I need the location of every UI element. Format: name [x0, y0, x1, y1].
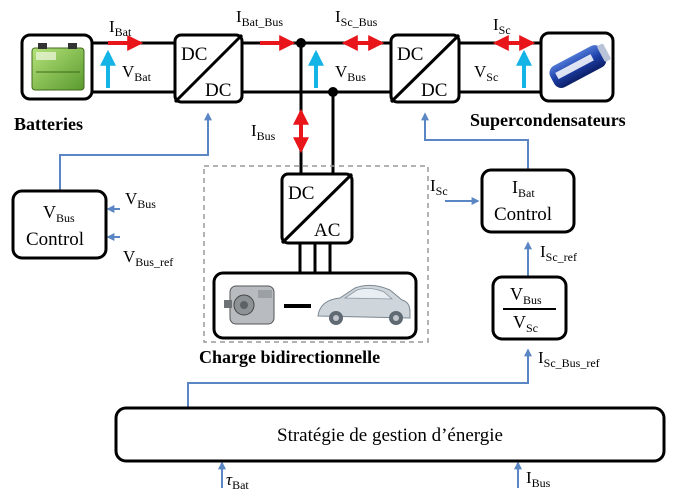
- iscref-label: ISc_ref: [540, 242, 577, 264]
- vbus-control-to-dcdc-left: [59, 112, 212, 190]
- ibatbus-label: IBat_Bus: [236, 7, 283, 29]
- vbus-control-title: VBus: [43, 202, 75, 225]
- dcdc-left-top-label: DC: [181, 44, 207, 65]
- ratio-denominator: VSc: [513, 312, 538, 335]
- strategy-to-ratio-arrow: [187, 348, 532, 408]
- voltage-ratio-block: VBus VSc: [491, 275, 568, 341]
- strategy-title: Stratégie de gestion d’énergie: [277, 425, 503, 446]
- dcdc-converter-supercap: DC DC: [389, 33, 461, 104]
- vbus-control-label: Control: [26, 229, 84, 250]
- load-dashed-box: [203, 165, 429, 343]
- ibat-control-to-dcdc-right: [421, 112, 529, 170]
- ibus-label: IBus: [251, 121, 276, 143]
- dcdc-right-top-label: DC: [397, 44, 423, 65]
- car-icon: [317, 284, 411, 325]
- dcdc-right-bottom-label: DC: [421, 80, 447, 101]
- isc-input-label: ISc: [430, 176, 448, 198]
- vsc-label: VSc: [474, 62, 498, 84]
- ibat-control-block: IBat Control: [480, 168, 576, 234]
- supercapacitor-icon: [539, 31, 615, 103]
- batteries-label: Batteries: [14, 114, 83, 134]
- vbat-label: VBat: [122, 62, 152, 84]
- iscbus-label: ISc_Bus: [335, 7, 378, 29]
- ibat-label: IBat: [109, 17, 132, 39]
- iscbusref-label: ISc_Bus_ref: [538, 348, 600, 370]
- vbus-control-block: VBus Control: [11, 189, 108, 260]
- bus-node-bottom: [328, 87, 338, 97]
- control-signal-lines: [59, 112, 532, 488]
- dcac-inverter: DC AC: [280, 172, 354, 245]
- inverter-top-label: DC: [288, 183, 314, 204]
- energy-strategy-block: Stratégie de gestion d’énergie: [114, 406, 666, 463]
- dcdc-converter-battery: DC DC: [173, 33, 244, 104]
- dcdc-left-bottom-label: DC: [205, 80, 231, 101]
- tau-bat-label: τBat: [226, 470, 249, 492]
- vbusref-input-label: VBus_ref: [123, 247, 173, 269]
- motor-icon: [224, 285, 275, 325]
- ibat-control-title: IBat: [512, 177, 535, 200]
- ratio-numerator: VBus: [510, 284, 542, 307]
- measurement-arrows: [100, 35, 536, 154]
- isc-label: ISc: [493, 15, 511, 37]
- bus-node-top: [296, 38, 306, 48]
- battery-icon: [20, 33, 94, 101]
- motor-vehicle-box: [212, 271, 418, 340]
- inverter-bottom-label: AC: [314, 220, 340, 241]
- supercapacitors-label: Supercondensateurs: [470, 110, 626, 130]
- ibus-strategy-label: IBus: [526, 468, 551, 490]
- ibat-control-label: Control: [494, 204, 552, 225]
- vbus-input-label: VBus: [125, 189, 156, 211]
- vbus-label: VBus: [335, 62, 366, 84]
- load-label: Charge bidirectionnelle: [199, 347, 380, 367]
